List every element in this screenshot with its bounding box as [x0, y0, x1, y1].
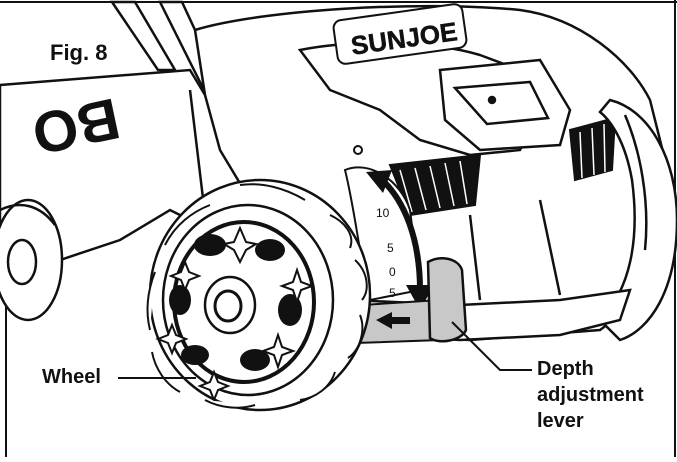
rear-wheel: [0, 198, 64, 322]
grass-bag: BO: [0, 68, 247, 277]
adjust-double-arrow: [377, 175, 423, 291]
figure-number: Fig. 8: [50, 40, 108, 65]
right-wheel: [598, 98, 677, 342]
switch-box: [438, 58, 572, 152]
scale-tick-5-down: 5: [389, 286, 396, 300]
front-wheel: [146, 178, 372, 412]
lever-callout-line1: Depth: [537, 358, 594, 380]
wheel-callout: Wheel: [42, 366, 101, 388]
depth-lever: [426, 257, 468, 343]
scale-tick-0: 0: [389, 265, 396, 279]
lever-callout: Depth adjustment lever: [537, 356, 644, 434]
lever-leader-line: [451, 321, 532, 371]
brand-logo: SUNJOE: [332, 3, 468, 65]
scale-tick-10: 10: [376, 206, 390, 220]
lever-callout-line3: lever: [537, 410, 584, 432]
brand-logo-text: SUNJOE: [349, 16, 459, 61]
scale-tick-5-up: 5: [387, 241, 394, 255]
vent-right: [568, 116, 617, 182]
body-screw: [353, 145, 363, 155]
lever-callout-line2: adjustment: [537, 384, 644, 406]
